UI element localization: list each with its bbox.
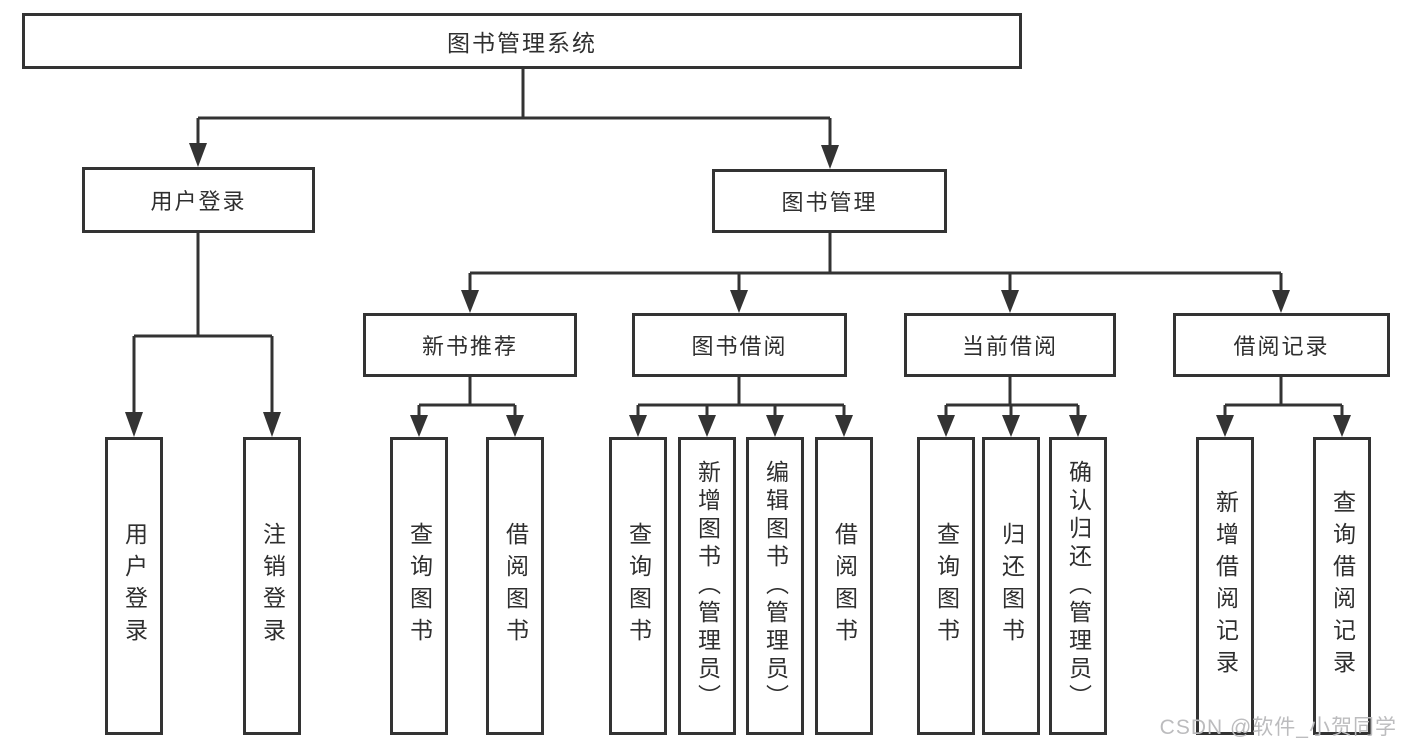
node-current-borrow-label: 当前借阅 — [961, 334, 1058, 359]
leaf-label: 确认归还（管理员） — [1065, 460, 1092, 712]
leaf-edit-books-admin: 编辑图书（管理员） — [746, 437, 804, 735]
leaf-return-books: 归还图书 — [982, 437, 1040, 735]
node-borrow-records-label: 借阅记录 — [1233, 334, 1330, 359]
connector-records-branch — [1223, 377, 1344, 418]
leaf-add-borrow-record: 新增借阅记录 — [1196, 437, 1254, 735]
leaf-label: 新增图书（管理员） — [694, 460, 721, 712]
connector-login-branch — [132, 233, 274, 414]
connector-current-branch — [944, 377, 1080, 418]
leaf-label: 用户登录 — [121, 522, 148, 650]
node-current-borrow: 当前借阅 — [904, 313, 1116, 377]
leaf-label: 查询图书 — [406, 522, 433, 650]
leaf-label: 借阅图书 — [831, 522, 858, 650]
leaf-confirm-return-admin: 确认归还（管理员） — [1049, 437, 1107, 735]
leaf-label: 查询图书 — [933, 522, 960, 650]
leaf-user-login: 用户登录 — [105, 437, 163, 735]
connector-root-stem — [196, 69, 832, 148]
leaf-label: 查询借阅记录 — [1329, 490, 1356, 682]
leaf-label: 注销登录 — [259, 522, 286, 650]
node-book-mgmt-label: 图书管理 — [781, 190, 878, 215]
leaf-label: 查询图书 — [625, 522, 652, 650]
leaf-logout: 注销登录 — [243, 437, 301, 735]
node-root-label: 图书管理系统 — [447, 30, 597, 56]
node-book-mgmt: 图书管理 — [712, 169, 947, 233]
leaf-query-books-recommend: 查询图书 — [390, 437, 448, 735]
node-book-borrow-label: 图书借阅 — [691, 334, 788, 359]
node-borrow-records: 借阅记录 — [1173, 313, 1390, 377]
leaf-add-books-admin: 新增图书（管理员） — [678, 437, 736, 735]
connector-recommend-branch — [417, 377, 517, 418]
leaf-borrow-books: 借阅图书 — [815, 437, 873, 735]
leaf-query-borrow-record: 查询借阅记录 — [1313, 437, 1371, 735]
node-user-login: 用户登录 — [82, 167, 315, 233]
node-new-book-recommend: 新书推荐 — [363, 313, 577, 377]
leaf-label: 新增借阅记录 — [1212, 490, 1239, 682]
node-book-borrow: 图书借阅 — [632, 313, 847, 377]
leaf-label: 归还图书 — [998, 522, 1025, 650]
node-new-book-recommend-label: 新书推荐 — [421, 334, 518, 359]
leaf-query-books-current: 查询图书 — [917, 437, 975, 735]
leaf-label: 借阅图书 — [502, 522, 529, 650]
connector-mgmt-branch — [468, 233, 1283, 292]
leaf-borrow-books-recommend: 借阅图书 — [486, 437, 544, 735]
leaf-query-books-borrow: 查询图书 — [609, 437, 667, 735]
connector-borrow-branch — [636, 377, 846, 418]
csdn-watermark: CSDN @软件_小贺同学 — [1159, 716, 1397, 739]
leaf-label: 编辑图书（管理员） — [762, 460, 789, 712]
node-root: 图书管理系统 — [22, 13, 1022, 69]
node-user-login-label: 用户登录 — [150, 189, 247, 214]
